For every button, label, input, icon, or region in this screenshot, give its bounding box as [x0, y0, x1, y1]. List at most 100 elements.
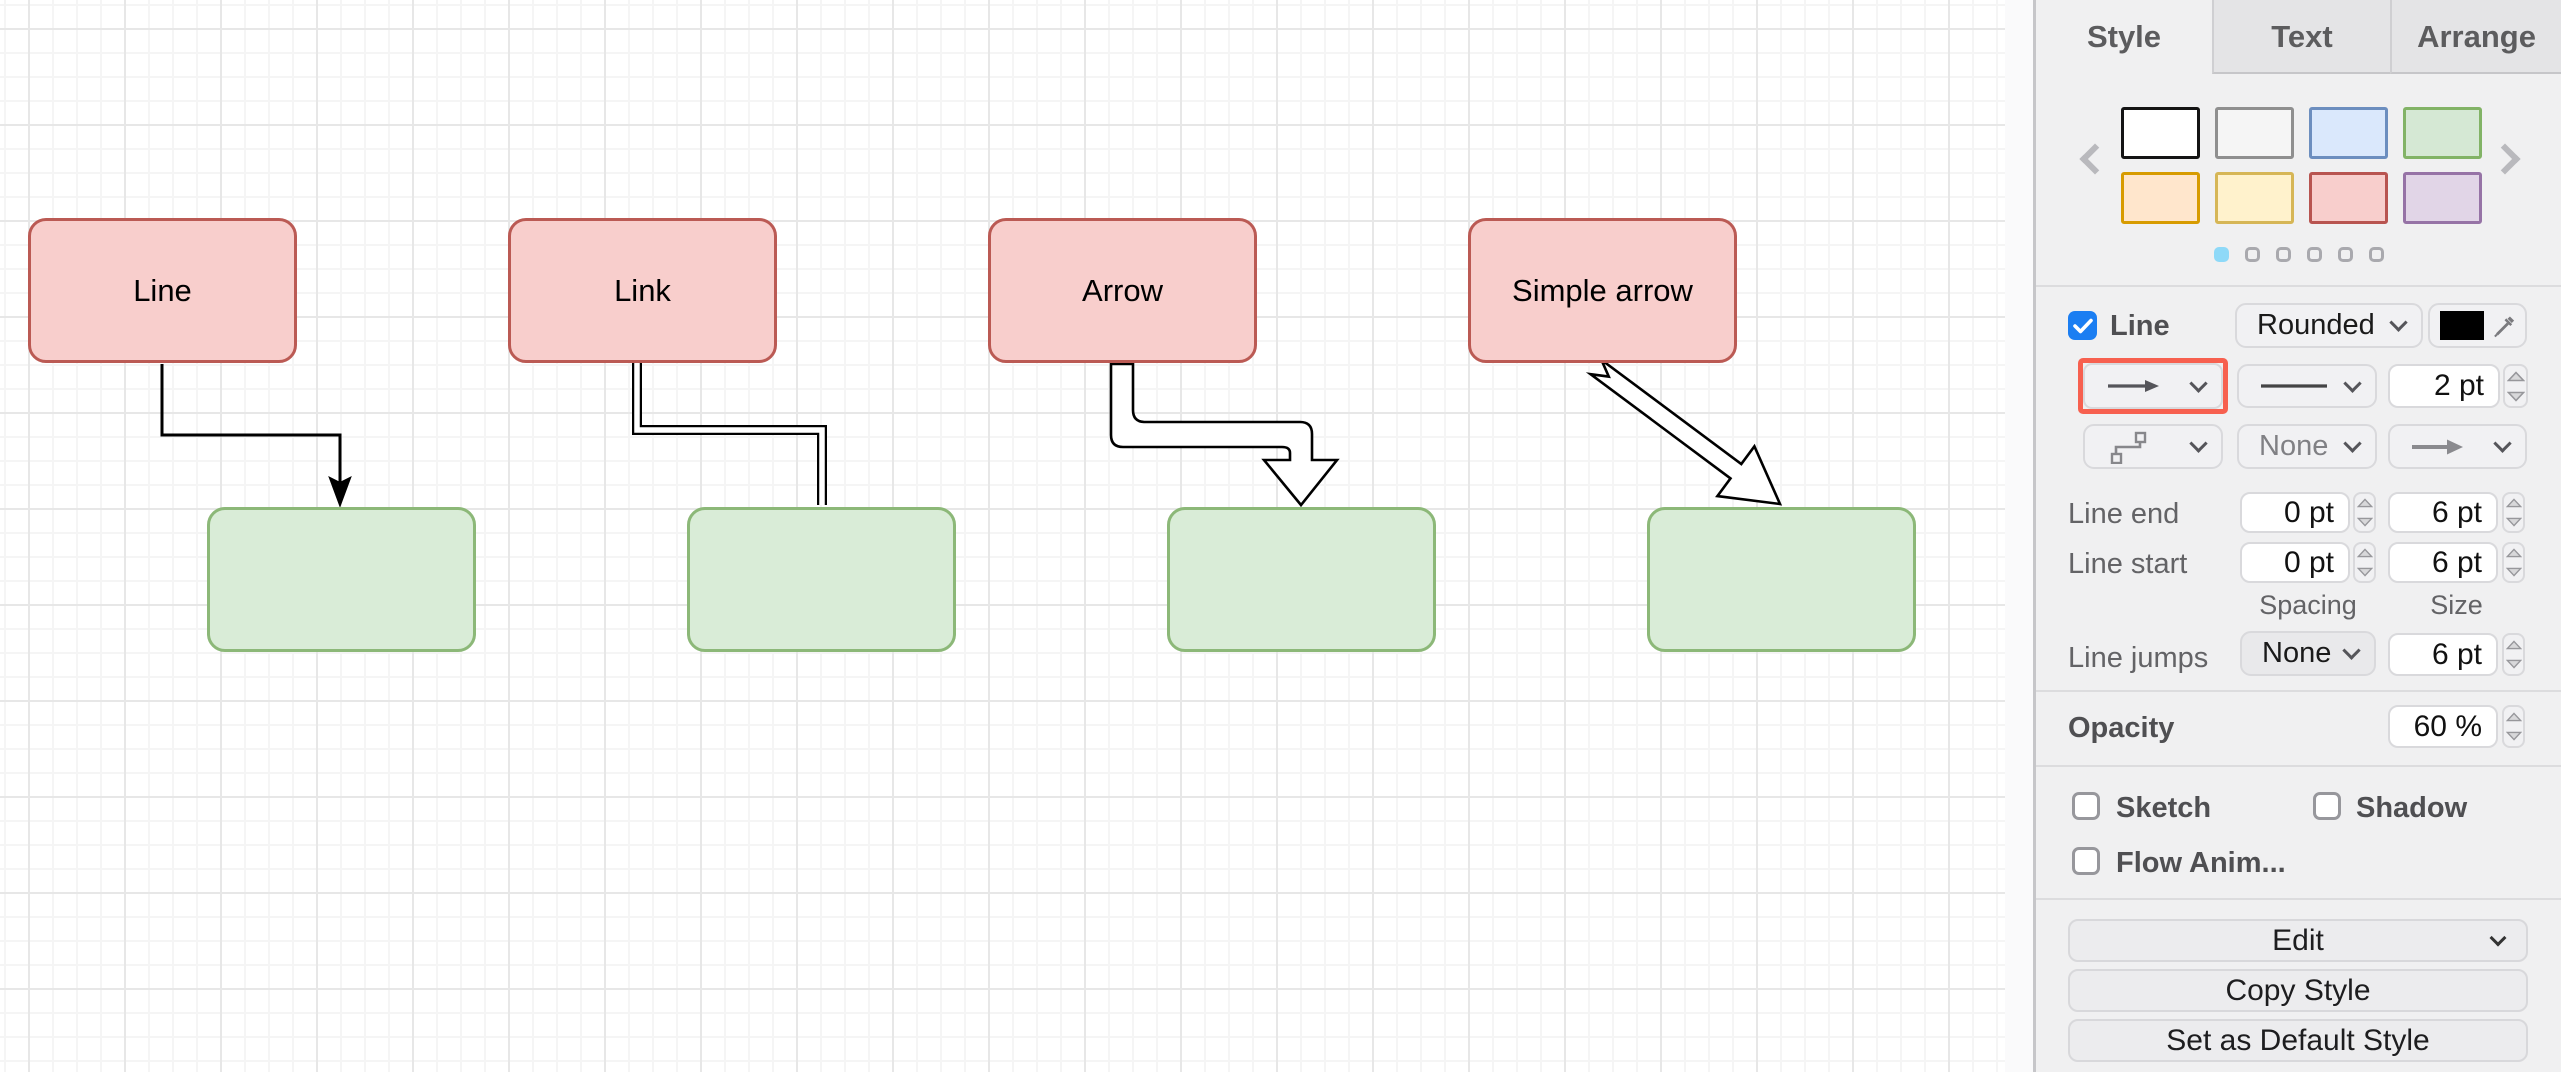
eyedropper-icon: [2493, 315, 2514, 337]
arrow-right-icon: [2108, 380, 2159, 392]
swatch-pager: [2214, 247, 2384, 262]
swatch-next-icon[interactable]: [2489, 143, 2521, 175]
shadow-checkbox[interactable]: [2313, 792, 2341, 820]
line-start-size-input[interactable]: [2388, 542, 2498, 583]
canvas-scrollbar-gutter[interactable]: [2005, 0, 2036, 1072]
swatch-page-dot-3[interactable]: [2307, 247, 2322, 262]
line-color-chip: [2440, 311, 2484, 340]
spacing-caption: Spacing: [2259, 590, 2357, 620]
style-swatch-7[interactable]: [2403, 172, 2482, 224]
style-swatch-2[interactable]: [2309, 107, 2388, 159]
style-swatch-4[interactable]: [2121, 172, 2200, 224]
start-arrow-highlight: [2078, 358, 2228, 414]
connectors-layer: [160, 355, 1783, 508]
opacity-stepper[interactable]: [2502, 705, 2525, 748]
line-end-spacing-input[interactable]: [2240, 492, 2350, 533]
source-node-link[interactable]: Link: [508, 218, 777, 363]
style-swatch-3[interactable]: [2403, 107, 2482, 159]
target-node-arrow[interactable]: [1167, 507, 1436, 652]
format-tabs: Style Text Arrange: [2036, 0, 2561, 74]
line-width-stepper[interactable]: [2503, 364, 2528, 408]
source-node-arrow[interactable]: Arrow: [988, 218, 1257, 363]
line-checkbox[interactable]: [2068, 311, 2097, 340]
set-default-style-button[interactable]: Set as Default Style: [2068, 1019, 2528, 1062]
line-color-button[interactable]: [2428, 303, 2527, 348]
style-swatch-0[interactable]: [2121, 107, 2200, 159]
line-end-label: Line end: [2068, 498, 2180, 530]
diagram-canvas[interactable]: Line Link Arrow Simple arrow: [0, 0, 2005, 1072]
source-node-line[interactable]: Line: [28, 218, 297, 363]
line-width-input[interactable]: [2388, 364, 2500, 408]
divider: [2036, 285, 2561, 287]
sketch-checkbox[interactable]: [2072, 792, 2100, 820]
solid-line-icon: [2261, 384, 2327, 388]
chevron-down-icon: [2343, 434, 2362, 453]
connector-elbow-icon: [2110, 431, 2147, 464]
opacity-input[interactable]: [2388, 705, 2498, 748]
connector-arrow[interactable]: [1109, 362, 1340, 508]
start-arrow-dropdown[interactable]: [2083, 363, 2223, 409]
tab-style[interactable]: Style: [2086, 19, 2162, 54]
style-swatch-1[interactable]: [2215, 107, 2294, 159]
line-end-spacing-stepper[interactable]: [2353, 492, 2376, 533]
divider: [2036, 690, 2561, 692]
connector-line[interactable]: [160, 364, 352, 508]
target-node-link[interactable]: [687, 507, 956, 652]
chevron-down-icon: [2189, 373, 2208, 393]
swatch-page-dot-0[interactable]: [2214, 247, 2229, 262]
connector-type-dropdown[interactable]: [2083, 424, 2223, 469]
source-node-simple-arrow[interactable]: Simple arrow: [1468, 218, 1737, 363]
line-start-spacing-input[interactable]: [2240, 542, 2350, 583]
shadow-label: Shadow: [2356, 792, 2468, 824]
style-swatch-6[interactable]: [2309, 172, 2388, 224]
line-start-label: Line start: [2068, 548, 2188, 580]
swatch-page-dot-5[interactable]: [2369, 247, 2384, 262]
tab-text[interactable]: Text: [2212, 0, 2390, 74]
node-label: Line: [133, 272, 192, 308]
swatch-page-dot-4[interactable]: [2338, 247, 2353, 262]
chevron-down-icon: [2342, 641, 2361, 660]
target-node-simple-arrow[interactable]: [1647, 507, 1916, 652]
node-label: Link: [614, 272, 671, 308]
line-jumps-dropdown[interactable]: None: [2240, 631, 2376, 676]
style-swatch-grid: [2121, 107, 2482, 224]
stepper-up-icon[interactable]: [2505, 366, 2526, 386]
line-style-dropdown[interactable]: [2237, 364, 2377, 408]
flow-animation-checkbox[interactable]: [2072, 847, 2100, 875]
chevron-down-icon: [2493, 434, 2512, 453]
connector-link[interactable]: [632, 363, 827, 505]
divider: [2036, 898, 2561, 900]
copy-style-button[interactable]: Copy Style: [2068, 969, 2528, 1012]
end-arrow-dropdown[interactable]: [2388, 424, 2527, 469]
format-panel: Style Text Arrange Line Rounded: [2033, 0, 2561, 1072]
connector-simple-arrow[interactable]: [1585, 355, 1783, 506]
size-caption: Size: [2430, 590, 2483, 620]
line-end-size-input[interactable]: [2388, 492, 2498, 533]
tab-arrange[interactable]: Arrange: [2390, 0, 2561, 74]
chevron-down-icon: [2489, 929, 2507, 946]
line-jumps-size-stepper[interactable]: [2502, 633, 2525, 676]
arrow-right-icon: [2412, 439, 2463, 454]
swatch-prev-icon[interactable]: [2079, 143, 2111, 175]
line-jumps-size-input[interactable]: [2388, 633, 2498, 676]
stepper-down-icon[interactable]: [2505, 386, 2526, 406]
style-swatch-5[interactable]: [2215, 172, 2294, 224]
divider: [2036, 765, 2561, 767]
check-icon: [2072, 318, 2093, 333]
node-label: Arrow: [1082, 272, 1163, 308]
chevron-down-icon: [2189, 434, 2208, 453]
opacity-label: Opacity: [2068, 712, 2175, 744]
rounded-style-dropdown[interactable]: Rounded: [2235, 303, 2423, 348]
waypoints-dropdown[interactable]: None: [2237, 424, 2377, 469]
sketch-label: Sketch: [2116, 792, 2212, 824]
line-start-size-stepper[interactable]: [2502, 542, 2525, 583]
chevron-down-icon: [2389, 313, 2408, 332]
line-start-spacing-stepper[interactable]: [2353, 542, 2376, 583]
target-node-line[interactable]: [207, 507, 476, 652]
swatch-page-dot-1[interactable]: [2245, 247, 2260, 262]
node-label: Simple arrow: [1512, 272, 1693, 308]
line-end-size-stepper[interactable]: [2502, 492, 2525, 533]
swatch-page-dot-2[interactable]: [2276, 247, 2291, 262]
edit-style-button[interactable]: Edit: [2068, 919, 2528, 962]
flow-animation-label: Flow Anim...: [2116, 847, 2286, 879]
